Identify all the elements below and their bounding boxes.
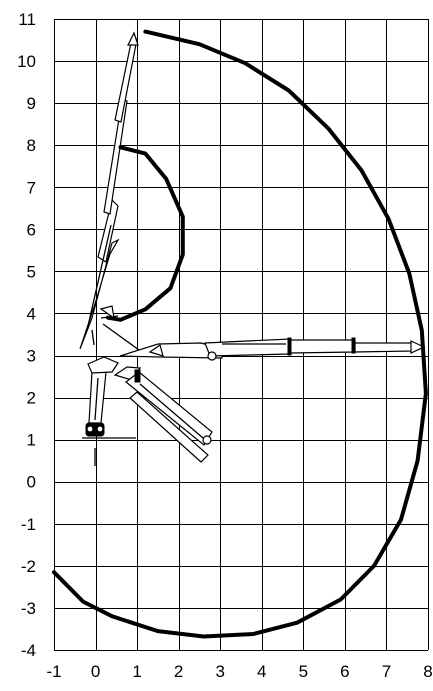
y-tick-label: -3 (21, 599, 36, 618)
crane-slewing-head (87, 356, 119, 374)
crane-boom-horizontal-sleeve1 (287, 337, 292, 356)
crane-boom-raised-tip (127, 31, 139, 46)
x-tick-label: 0 (91, 662, 100, 681)
crane-boom-raised-to-horiz (102, 323, 140, 351)
y-tick-label: -4 (21, 641, 36, 660)
y-tick-label: 10 (17, 52, 36, 71)
crane-boom-horizontal-pivot (207, 351, 217, 361)
x-tick-label: 2 (174, 662, 183, 681)
series-line-1 (106, 145, 185, 322)
crane-boom-raised-knuckle (99, 305, 115, 320)
x-tick-label: -1 (46, 662, 61, 681)
crane-boom-lowered-cylinder (139, 383, 204, 439)
y-tick-label: 6 (27, 220, 36, 239)
x-tick-label: 1 (132, 662, 141, 681)
crane-diagram (79, 31, 426, 466)
y-tick-label: 4 (27, 304, 36, 323)
crane-boom-horizontal-ext1 (204, 338, 291, 357)
y-tick-label: 7 (27, 178, 36, 197)
crane-boom-lowered-ext (129, 391, 209, 463)
crane-boom-horizontal-tip (410, 340, 426, 354)
x-tick-label: 3 (215, 662, 224, 681)
crane-boom-raised-link-a (91, 329, 95, 346)
y-tick-label: 11 (18, 10, 36, 29)
y-tick-label: 8 (27, 136, 36, 155)
x-tick-label: 4 (257, 662, 266, 681)
x-tick-label: 5 (299, 662, 308, 681)
y-tick-label: 9 (27, 94, 36, 113)
x-tick-label: 8 (423, 662, 432, 681)
crane-boom-raised-ext2 (114, 37, 138, 123)
y-tick-label: 0 (27, 473, 36, 492)
y-tick-label: 1 (27, 431, 36, 450)
crane-boom-raised-cylinder (87, 224, 112, 327)
crane-base-wheel-left (86, 425, 94, 433)
crane-boom-lowered-cylinder-head (134, 369, 141, 383)
y-tick-label: -2 (21, 557, 36, 576)
crane-base-wheel-right (96, 425, 104, 433)
crane-boom-lowered-pivot (202, 435, 212, 445)
y-tick-label: 3 (27, 347, 36, 366)
x-tick-label: 6 (340, 662, 349, 681)
crane-boom-raised-ext1 (103, 99, 128, 215)
y-tick-label: 5 (27, 262, 36, 281)
series-line-0 (52, 29, 428, 639)
y-tick-label: 2 (27, 389, 36, 408)
crane-boom-horizontal-sleeve2 (351, 337, 356, 354)
crane-column-cylinder (94, 377, 99, 421)
grid (54, 19, 429, 651)
reach-envelopes (52, 29, 428, 639)
y-tick-label: -1 (21, 515, 36, 534)
crane-boom-horizontal-ext2 (289, 339, 356, 354)
x-tick-label: 7 (382, 662, 391, 681)
crane-boom-horizontal-ext3 (354, 342, 413, 353)
crane-boom-horizontal-joint (148, 344, 164, 357)
